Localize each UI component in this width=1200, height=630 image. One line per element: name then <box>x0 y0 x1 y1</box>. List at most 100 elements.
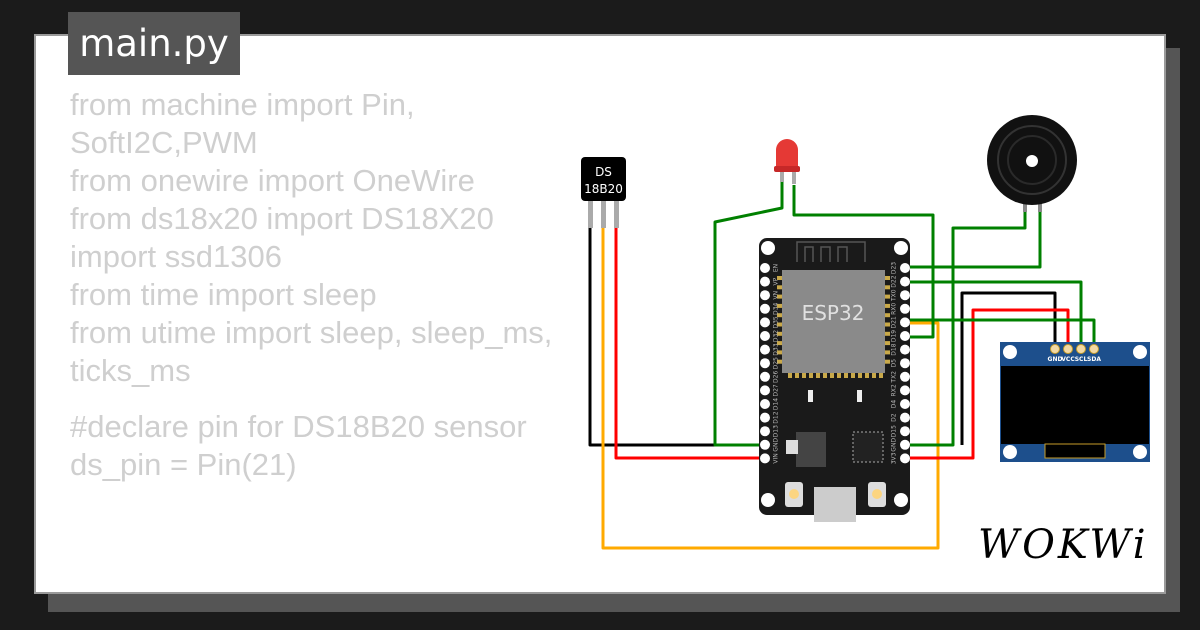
pin-d33[interactable] <box>760 344 770 355</box>
pin-label: D35 <box>773 316 780 328</box>
pin-label: D4 <box>891 400 898 409</box>
chip-pad <box>777 285 782 290</box>
pin-vn[interactable] <box>760 290 770 301</box>
wire-green-oled-sda <box>905 318 1096 349</box>
sensor-label: DS <box>595 165 612 179</box>
chip-pad <box>837 373 841 378</box>
pin-d14[interactable] <box>760 399 770 409</box>
chip-pad <box>777 331 782 336</box>
pin-label: GND <box>891 438 898 452</box>
pin-d27[interactable] <box>760 385 770 396</box>
pin-label: D13 <box>773 425 780 437</box>
wire-black-sensor-gnd <box>588 226 765 447</box>
pin-gnd[interactable] <box>900 439 910 450</box>
ds18b20-sensor[interactable]: DS 18B20 <box>581 157 626 228</box>
pin-label: D18 <box>891 343 898 355</box>
chip-pad <box>788 373 792 378</box>
pin-tx2[interactable] <box>900 371 910 382</box>
pin-d4[interactable] <box>900 399 910 409</box>
chip-pad <box>777 359 782 364</box>
pin-label: EN <box>773 264 780 272</box>
pin-label: TX0 <box>891 289 898 302</box>
oled-pin-scl[interactable] <box>1076 344 1086 354</box>
pin-d12[interactable] <box>760 412 770 423</box>
pin-d25[interactable] <box>760 358 770 369</box>
wire-yellow-sensor-d21 <box>601 226 940 550</box>
chip-pad <box>830 373 834 378</box>
pin-vp[interactable] <box>760 276 770 287</box>
code-line: from utime import sleep, sleep_ms, ticks… <box>70 315 562 388</box>
pin-d32[interactable] <box>760 331 770 341</box>
esp32-board[interactable]: ESP32 ENVPVND34D35D32D33D25D26D27D14D12D… <box>759 238 910 522</box>
chip-pad <box>777 294 782 299</box>
pin-d23[interactable] <box>900 263 910 273</box>
pin-d13[interactable] <box>760 426 770 437</box>
pin-label: D14 <box>773 398 780 410</box>
pin-vin[interactable] <box>760 453 770 464</box>
chip-pad <box>777 303 782 308</box>
pin-gnd[interactable] <box>760 439 770 450</box>
pin-label: VN <box>773 291 780 300</box>
oled-pin-label: SDA <box>1087 356 1101 363</box>
pin-rx2[interactable] <box>900 385 910 396</box>
chip-pad <box>885 350 890 355</box>
pin-tx0[interactable] <box>900 290 910 301</box>
chip-pad <box>777 322 782 327</box>
wire-green-oled-scl <box>905 280 1083 349</box>
chip-pad <box>872 373 876 378</box>
oled-pin-vcc[interactable] <box>1063 344 1073 354</box>
oled-pin-label: SCL <box>1075 356 1088 363</box>
pin-en[interactable] <box>760 263 770 273</box>
chip-pad <box>816 373 820 378</box>
pin-label: D12 <box>773 411 780 423</box>
oled-pin-sda[interactable] <box>1089 344 1099 354</box>
chip-pad <box>802 373 806 378</box>
pin-d19[interactable] <box>900 331 910 341</box>
wire-green-led-d19 <box>792 185 935 339</box>
code-line: from time import sleep <box>70 277 377 312</box>
pin-label: D27 <box>773 384 780 396</box>
chip-pad <box>795 373 799 378</box>
pin-label: D5 <box>891 359 898 368</box>
code-line: from ds18x20 import DS18X20 <box>70 201 494 236</box>
pin-label: TX2 <box>891 371 898 384</box>
pin-d26[interactable] <box>760 371 770 382</box>
pin-3v3[interactable] <box>900 453 910 464</box>
chip-pad <box>777 276 782 280</box>
oled-pin-gnd[interactable] <box>1050 344 1060 354</box>
buzzer[interactable] <box>987 115 1077 212</box>
pin-d35[interactable] <box>760 317 770 328</box>
wire-green-buzzer-gnd <box>905 205 1027 447</box>
pin-d5[interactable] <box>900 358 910 369</box>
chip-pad <box>879 373 883 378</box>
pin-d2[interactable] <box>900 412 910 423</box>
pin-d34[interactable] <box>760 303 770 314</box>
pin-d22[interactable] <box>900 276 910 287</box>
pin-label: D34 <box>773 302 780 314</box>
pin-d18[interactable] <box>900 344 910 355</box>
pin-label: D26 <box>773 370 780 382</box>
code-line: import ssd1306 <box>70 239 282 274</box>
red-led[interactable] <box>774 139 800 184</box>
pin-label: D22 <box>891 275 898 287</box>
pin-d21[interactable] <box>900 317 910 328</box>
oled-pin-label: GND <box>1048 356 1063 363</box>
sensor-label: 18B20 <box>584 182 623 196</box>
pin-label: 3V3 <box>891 452 898 464</box>
chip-pad <box>858 373 862 378</box>
pin-label: D25 <box>773 357 780 369</box>
file-tab[interactable]: main.py <box>68 12 240 75</box>
chip-pad <box>865 373 869 378</box>
pin-label: RX0 <box>891 303 898 315</box>
pin-d15[interactable] <box>900 426 910 437</box>
esp32-label: ESP32 <box>802 301 865 325</box>
pin-label: VP <box>773 277 780 285</box>
wire-green-led-gnd <box>713 180 784 447</box>
wire-red-oled-vcc <box>905 308 1070 460</box>
pin-rx0[interactable] <box>900 303 910 314</box>
pin-label: GND <box>773 438 780 452</box>
pin-label: D23 <box>891 262 898 274</box>
